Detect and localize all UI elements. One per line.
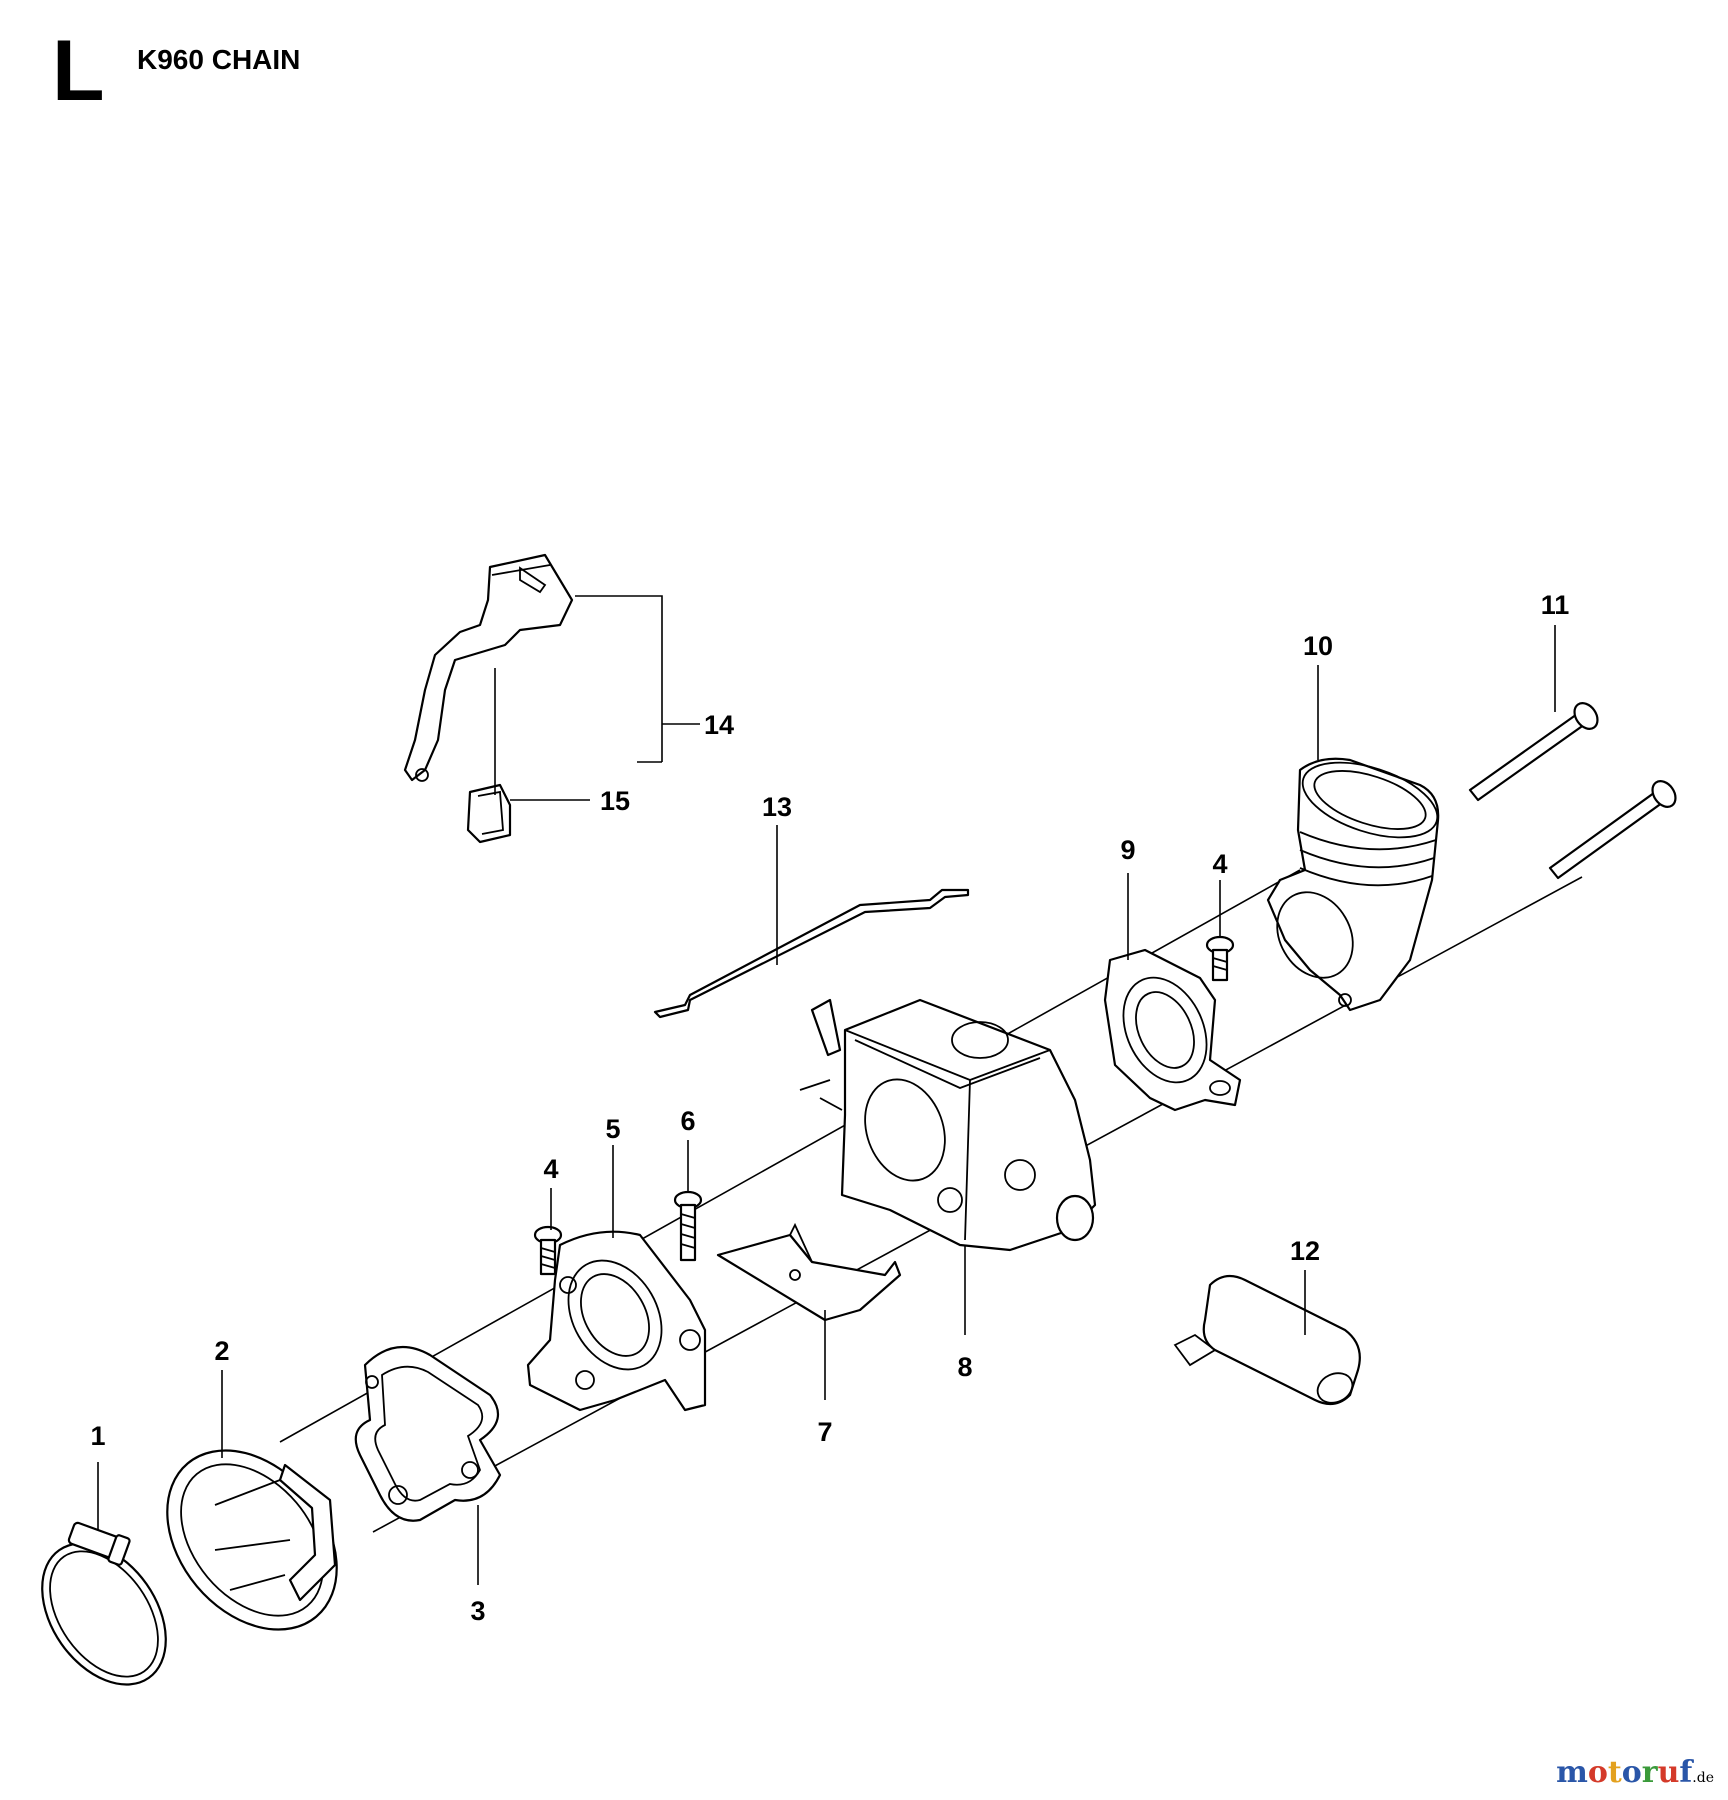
callout-11: 11 [1541,590,1570,620]
callout-4-right: 4 [1212,849,1227,879]
part-3-gasket [354,1345,502,1522]
callout-2: 2 [214,1336,229,1366]
callout-9: 9 [1120,835,1135,865]
part-10-intake-bellows [1266,757,1440,1012]
callout-7: 7 [817,1417,832,1447]
callout-13: 13 [762,792,792,822]
callout-12: 12 [1290,1236,1320,1266]
watermark-letter: m [1556,1755,1588,1790]
part-11-bolts [1468,702,1677,880]
callout-8: 8 [957,1352,972,1382]
watermark-letter: u [1657,1755,1680,1790]
watermark-logo: motoruf.de [1556,1755,1714,1790]
watermark-suffix: .de [1692,1770,1714,1786]
page-title: K960 CHAIN [137,44,301,75]
part-4-screw-left [533,1225,563,1276]
leader-lines [97,595,1556,1585]
watermark-letter: o [1621,1755,1642,1790]
callout-15: 15 [600,786,630,816]
watermark-text: motoruf [1556,1755,1692,1790]
part-14-handle [403,553,574,782]
callout-1: 1 [90,1421,105,1451]
part-9-intake-flange [1103,948,1242,1112]
callout-14: 14 [704,710,734,740]
callout-10: 10 [1303,631,1333,661]
part-12-sleeve [1173,1274,1361,1406]
callout-5: 5 [605,1114,620,1144]
part-7-plate [716,1222,902,1322]
part-2-air-intake-adaptor [166,1449,338,1631]
part-4-screw-right [1205,935,1235,982]
callout-4-left: 4 [543,1154,558,1184]
watermark-letter: o [1587,1755,1608,1790]
callout-6: 6 [680,1106,695,1136]
part-15-clip [466,783,512,844]
part-6-screw [673,1190,703,1262]
watermark-letter: t [1607,1755,1622,1790]
watermark-letter: r [1641,1755,1658,1790]
callout-3: 3 [470,1596,485,1626]
callout-labels: 1 2 3 4 4 5 6 7 8 9 10 11 12 13 14 15 [90,590,1569,1626]
section-letter: L [52,23,105,119]
watermark-letter: f [1679,1755,1693,1790]
part-13-wire-rod [653,888,970,1019]
part-8-carburettor [799,998,1097,1252]
part-5-flange [526,1230,707,1412]
part-1-hose-clamp [41,1521,167,1686]
